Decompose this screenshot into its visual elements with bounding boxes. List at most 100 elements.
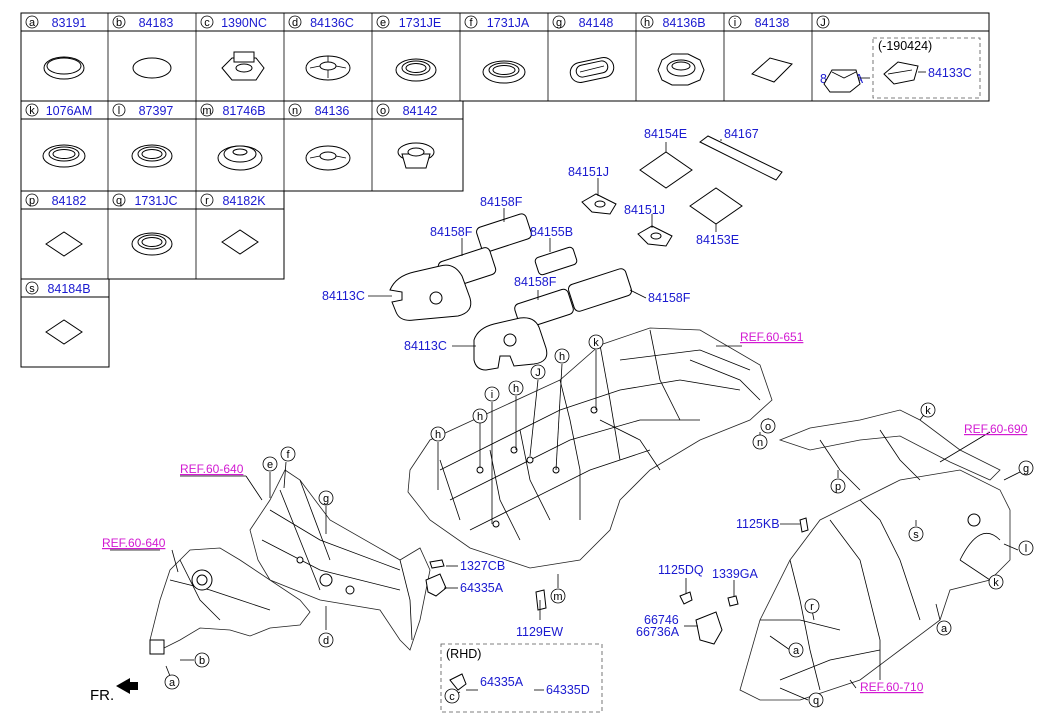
label-84113C-1: 84113C [322,289,365,303]
letter-text: m [202,105,211,117]
plug-84136-icon [305,145,351,171]
svg-text:l: l [1025,543,1027,555]
letter-badge [816,15,830,29]
callout-o: o [760,418,776,434]
label-84113C-2: 84113C [404,339,447,353]
letter-text: a [29,17,36,29]
bolt-1129EW [535,589,547,611]
callout-n: n [752,434,768,450]
legend-part-number: 84136C [310,16,354,30]
legend-cell-c: c 1390NC [200,15,267,30]
plug-84136B-icon [657,53,705,86]
callout-b: b [194,652,210,668]
svg-text:q: q [813,695,819,707]
callout-J: J [530,364,546,380]
letter-badge [25,15,39,29]
ref-60-651: REF.60-651 [740,330,804,344]
letter-badge [376,15,390,29]
letter-badge [112,15,126,29]
legend-note: (-190424) [878,39,932,53]
label-84158F-1: 84158F [480,195,523,209]
pad-84184B-icon [45,319,83,345]
callout-g: g [1018,460,1034,476]
legend-part-number: 87397 [139,104,174,118]
svg-text:d: d [323,635,329,647]
callout-a: a [788,642,804,658]
floor-panel [407,327,773,569]
grommet-1076AM-icon [42,144,86,168]
legend-cell-a: a 83191 [25,15,87,30]
letter-badge [464,15,478,29]
pad-84135A-icon [823,69,861,93]
nut-1339GA [727,595,739,607]
svg-text:k: k [993,577,999,589]
bolt-1125KB [799,517,809,533]
legend-part-number: 84136 [315,104,350,118]
label-84151J-2: 84151J [624,203,665,217]
label-1125KB: 1125KB [736,517,780,531]
grommet-87397-icon [131,144,173,168]
label-1327CB: 1327CB [460,559,505,573]
rhd-box [440,643,603,713]
letter-badge [200,103,214,117]
letter-badge [112,193,126,207]
bolt-1125DQ [679,591,693,605]
label-84158F-3: 84158F [514,275,557,289]
legend-part-number: 84136B [662,16,705,30]
letter-text: f [469,17,473,29]
svg-text:f: f [286,449,290,461]
label-1129EW: 1129EW [516,625,563,639]
callout-p: p [830,478,846,494]
legend-part-number: 83191 [52,16,87,30]
svg-text:o: o [765,421,771,433]
label-64335A: 64335A [460,581,504,595]
bracket-64335A [425,573,447,597]
pad-84158F-1 [476,213,532,253]
pad-84154E [639,151,693,189]
legend-part-number: 1390NC [221,16,267,30]
ref-60-690: REF.60-690 [964,422,1028,436]
label-84154E: 84154E [644,127,687,141]
strip-84167 [699,135,783,181]
callout-a: a [936,620,952,636]
letter-badge [25,193,39,207]
svg-text:i: i [491,389,493,401]
callout-h: h [472,408,488,424]
letter-text: i [734,17,736,29]
letter-badge [728,15,742,29]
svg-text:b: b [199,655,205,667]
cap-84142-icon [397,142,435,169]
legend-part-number: 84184B [47,282,90,296]
letter-badge [288,103,302,117]
letter-badge [552,15,566,29]
clip-1390NC-icon [221,51,265,81]
callout-h: h [430,426,446,442]
letter-text: b [116,17,122,29]
leader-lines [110,139,1021,701]
legend-part-number: 84148 [579,16,614,30]
plug-84148-icon [569,57,615,83]
svg-text:h: h [513,383,519,395]
letter-text: r [205,195,209,207]
label-84167: 84167 [724,127,759,141]
label-rhd-64335A: 64335A [480,675,524,689]
label-1339GA: 1339GA [712,567,759,581]
callout-s: s [908,526,924,542]
floor-pads [389,135,783,371]
svg-text:g: g [323,493,329,505]
letter-text: c [204,17,210,29]
letter-badge [376,103,390,117]
letter-badge [200,15,214,29]
bolt-1327CB [429,559,445,569]
callout-c: c [444,688,460,704]
callout-h: h [554,348,570,364]
